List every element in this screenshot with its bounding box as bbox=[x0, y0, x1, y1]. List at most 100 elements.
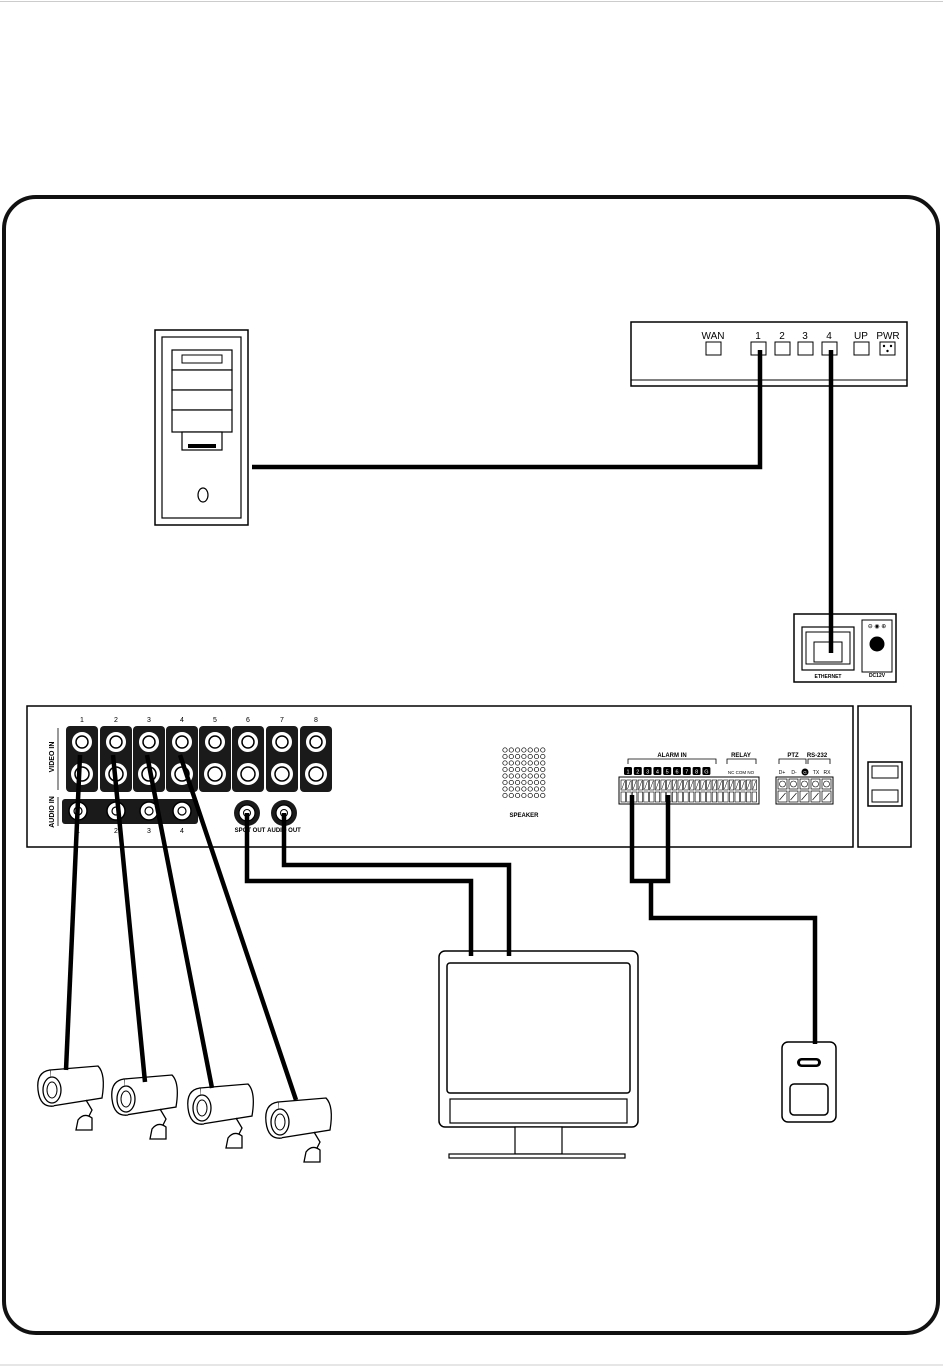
audio-ch-4-label: 4 bbox=[180, 828, 184, 835]
alarm-terminal-slot bbox=[707, 780, 711, 790]
speaker-hole bbox=[508, 766, 514, 773]
video-in-8[interactable] bbox=[300, 726, 332, 792]
video-in-7[interactable] bbox=[266, 726, 298, 792]
alarm-terminal-slot bbox=[644, 780, 648, 790]
alarm-badge-label: 2 bbox=[636, 770, 639, 776]
camera-4 bbox=[265, 1097, 332, 1163]
camera-body bbox=[277, 1097, 332, 1139]
ptz-terminal-slot bbox=[823, 792, 830, 801]
alarm-terminal-slot bbox=[650, 780, 654, 790]
speaker-hole bbox=[540, 779, 546, 786]
router-power-jack[interactable] bbox=[879, 341, 896, 356]
speaker-hole bbox=[515, 747, 521, 753]
router-port-4-label: 4 bbox=[826, 331, 832, 342]
speaker-hole bbox=[533, 753, 540, 760]
ptz-label: PTZ bbox=[787, 753, 799, 759]
speaker-hole bbox=[502, 766, 508, 773]
speaker-hole bbox=[527, 760, 533, 766]
alarm-terminal-slot bbox=[678, 780, 682, 790]
camera-lens bbox=[274, 1113, 286, 1131]
router-wan-port[interactable] bbox=[705, 341, 722, 356]
speaker-hole bbox=[515, 792, 521, 799]
alarm-terminal-block[interactable] bbox=[618, 776, 760, 805]
ptz-terminal-screw-head bbox=[790, 780, 797, 788]
alarm-terminal-wire-entry bbox=[746, 791, 752, 803]
dvr-rear-panel: VIDEO IN AUDIO IN 1 2 3 4 5 6 7 8 bbox=[26, 705, 912, 848]
router-wan-label: WAN bbox=[702, 331, 725, 342]
alarm-terminal-slot bbox=[684, 780, 688, 790]
alarm-badge-label: 1 bbox=[626, 770, 629, 776]
camera-3 bbox=[187, 1083, 254, 1149]
cables bbox=[63, 350, 834, 1101]
speaker-hole bbox=[527, 779, 533, 786]
speaker-hole bbox=[527, 747, 533, 753]
speaker-hole bbox=[527, 753, 533, 760]
alarm-badge-label: 5 bbox=[666, 770, 669, 776]
speaker-hole bbox=[533, 779, 540, 786]
dc-power-jack[interactable] bbox=[869, 636, 885, 652]
alarm-badge-label: 3 bbox=[646, 770, 649, 776]
speaker-hole bbox=[508, 779, 514, 786]
speaker-hole bbox=[521, 747, 527, 753]
speaker-hole bbox=[540, 773, 546, 779]
dc-label: DC12V bbox=[869, 673, 886, 679]
camera-mount-base bbox=[303, 1146, 321, 1163]
router-up-port[interactable] bbox=[853, 341, 870, 356]
alarm-terminal-slot bbox=[638, 780, 643, 790]
camera-1-cable bbox=[63, 754, 83, 1071]
speaker-hole bbox=[508, 773, 514, 779]
alarm-badge-label: 4 bbox=[656, 770, 659, 776]
alarm-terminal-wire-entry bbox=[723, 791, 729, 803]
video-in-6[interactable] bbox=[232, 726, 264, 792]
alarm-badge bbox=[682, 767, 691, 775]
router-port-1-label: 1 bbox=[755, 331, 761, 342]
speaker-hole bbox=[521, 753, 527, 760]
router-port-2[interactable] bbox=[774, 341, 791, 356]
camera-4-cable bbox=[177, 754, 299, 1101]
audio-in-connectors[interactable] bbox=[62, 799, 198, 824]
ethernet-label: ETHERNET bbox=[815, 674, 842, 680]
ptz-terminal-block[interactable] bbox=[775, 776, 834, 805]
speaker-hole bbox=[521, 792, 527, 799]
alarm-terminal-wire-entry bbox=[728, 791, 735, 803]
speaker-hole bbox=[533, 792, 540, 799]
speaker-hole bbox=[533, 747, 540, 753]
alarm-terminal-slot bbox=[729, 780, 734, 790]
alarm-terminal-slot bbox=[746, 780, 751, 790]
video-ch-3-label: 3 bbox=[147, 717, 151, 724]
speaker-hole bbox=[540, 766, 546, 773]
router-up-label: UP bbox=[854, 331, 868, 342]
camera-mount-base bbox=[75, 1114, 93, 1131]
camera-mount-base bbox=[225, 1132, 243, 1149]
alarm-terminal-wire-entry bbox=[717, 791, 723, 803]
spot-out-label: SPOT OUT bbox=[235, 828, 266, 834]
cctv-cameras bbox=[37, 1065, 332, 1163]
video-in-2[interactable] bbox=[100, 726, 132, 792]
alarm-badge-label: 7 bbox=[685, 770, 688, 776]
alarm-terminal-slot bbox=[752, 780, 757, 790]
speaker-label: SPEAKER bbox=[509, 813, 539, 819]
alarm-terminal-slot bbox=[661, 780, 665, 790]
alarm-terminal-wire-entry bbox=[734, 791, 740, 803]
speaker-hole bbox=[502, 786, 508, 792]
alarm-badge bbox=[692, 767, 701, 775]
alarm-terminal-wire-entry bbox=[751, 791, 757, 803]
speaker-hole bbox=[527, 792, 533, 799]
video-in-5[interactable] bbox=[199, 726, 231, 792]
alarm-terminal-slot bbox=[632, 780, 637, 790]
alarm-terminal-wire-entry bbox=[694, 791, 700, 803]
speaker-hole bbox=[521, 773, 527, 779]
video-in-connectors[interactable] bbox=[66, 726, 332, 792]
speaker-hole bbox=[533, 786, 540, 792]
router-port-3[interactable] bbox=[797, 341, 814, 356]
alarm-terminal-wire-entry bbox=[654, 791, 661, 803]
video-ch-8-label: 8 bbox=[314, 717, 318, 724]
alarm-terminal-wire-entry bbox=[660, 791, 666, 803]
alarm-terminal-slot bbox=[621, 780, 625, 790]
rs232-label: RS-232 bbox=[807, 753, 828, 759]
router-port-2-label: 2 bbox=[779, 331, 785, 342]
ptz-terminal-slot bbox=[801, 792, 808, 801]
alarm-badge bbox=[673, 767, 681, 775]
